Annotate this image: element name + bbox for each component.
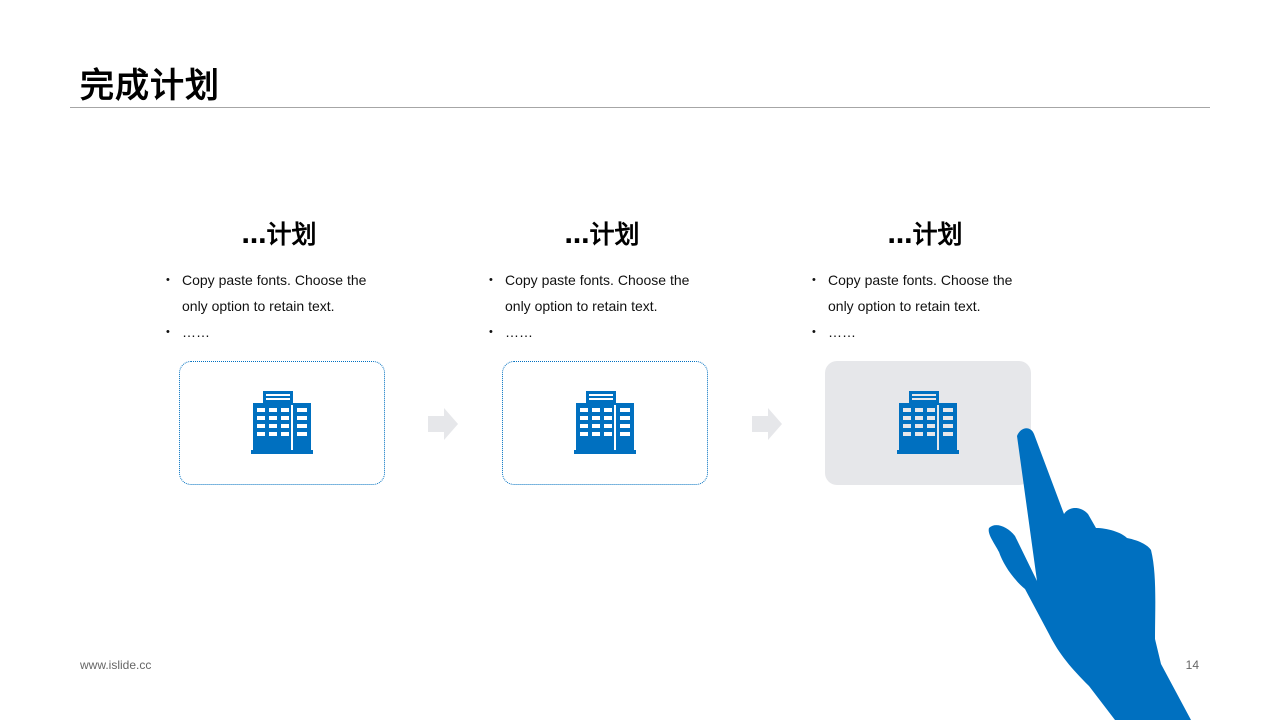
- footer-url[interactable]: www.islide.cc: [80, 658, 152, 672]
- plan-column-3: …计划 Copy paste fonts. Choose the only op…: [810, 215, 1040, 345]
- building-icon: [574, 391, 636, 454]
- plan-card-1[interactable]: [179, 361, 385, 485]
- column-heading: …计划: [887, 220, 963, 249]
- bullet-list: Copy paste fonts. Choose the only option…: [810, 267, 1040, 345]
- column-heading: …计划: [241, 220, 317, 249]
- building-icon: [897, 391, 959, 454]
- page-number: 14: [1185, 658, 1199, 672]
- plan-column-2: …计划 Copy paste fonts. Choose the only op…: [487, 215, 717, 345]
- title-divider: [70, 107, 1210, 108]
- building-icon: [251, 391, 313, 454]
- bullet-item: ……: [487, 319, 717, 345]
- bullet-item: Copy paste fonts. Choose the only option…: [487, 267, 717, 319]
- bullet-item: ……: [164, 319, 394, 345]
- bullet-list: Copy paste fonts. Choose the only option…: [487, 267, 717, 345]
- plan-card-2[interactable]: [502, 361, 708, 485]
- bullet-item: ……: [810, 319, 1040, 345]
- plan-card-3[interactable]: [825, 361, 1031, 485]
- arrow-right-icon: [428, 408, 458, 440]
- bullet-item: Copy paste fonts. Choose the only option…: [164, 267, 394, 319]
- bullet-item: Copy paste fonts. Choose the only option…: [810, 267, 1040, 319]
- column-heading: …计划: [564, 220, 640, 249]
- arrow-right-icon: [752, 408, 782, 440]
- plan-column-1: …计划 Copy paste fonts. Choose the only op…: [164, 215, 394, 345]
- pointing-hand-icon: [988, 428, 1191, 720]
- page-title: 完成计划: [80, 66, 220, 106]
- bullet-list: Copy paste fonts. Choose the only option…: [164, 267, 394, 345]
